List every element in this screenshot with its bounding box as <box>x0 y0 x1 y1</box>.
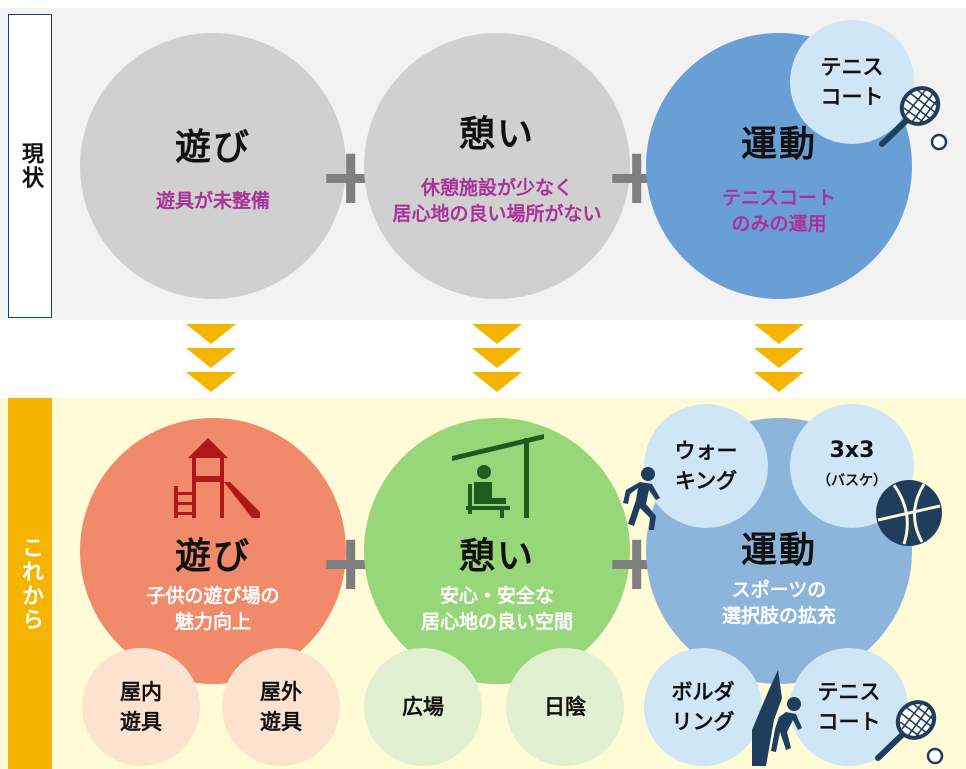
current-play-sub: 遊具が未整備 <box>155 190 270 212</box>
future-label: これから <box>18 535 43 632</box>
current-rest-title: 憩い <box>458 114 535 155</box>
bouldering-line2: リング <box>671 710 735 734</box>
playground-slide-icon <box>174 438 260 518</box>
current-rest-sub: 休憩施設が少なく 居心地の良い場所がない <box>392 175 601 227</box>
current-tennis-line1: テニス <box>820 55 884 79</box>
indoor-line2: 遊具 <box>120 710 162 734</box>
future-play-title: 遊び <box>174 536 251 577</box>
walking-circle: ウォー キング <box>644 404 768 528</box>
current-rest-sub-line2: 居心地の良い場所がない <box>392 203 602 225</box>
bouldering-line1: ボルダ <box>671 680 735 704</box>
plaza-circle: 広場 <box>364 648 482 766</box>
walking-line2: キング <box>674 469 738 493</box>
current-sport-title: 運動 <box>740 124 817 165</box>
down-chevron-arrow-icon <box>754 324 804 392</box>
down-chevron-arrow-icon <box>186 324 236 392</box>
current-label: 現状 <box>18 142 43 190</box>
tennis-racket-icon <box>879 86 948 151</box>
current-play-title: 遊び <box>174 127 251 168</box>
future-tennis-line1: テニス <box>817 680 881 704</box>
shade-label: 日陰 <box>544 695 586 719</box>
current-tennis-line2: コート <box>820 85 884 109</box>
current-sport-sub-line1: テニスコート <box>721 187 836 209</box>
future-tennis-line2: コート <box>817 710 881 734</box>
walking-line1: ウォー <box>674 439 738 463</box>
future-play-sub-line1: 子供の遊び場の <box>146 585 280 607</box>
climber-icon <box>752 670 802 766</box>
tennis-ball-icon <box>926 747 944 765</box>
current-sport-sub: テニスコート のみの運用 <box>722 185 836 237</box>
outdoor-line2: 遊具 <box>260 710 302 734</box>
plaza-label: 広場 <box>402 695 444 719</box>
future-rest-title: 憩い <box>458 536 535 577</box>
future-play-sub-line2: 魅力向上 <box>174 611 251 633</box>
future-rest-sub-line2: 居心地の良い空間 <box>420 611 573 633</box>
bouldering-circle: ボルダ リング <box>644 648 762 766</box>
indoor-line1: 屋内 <box>120 680 162 704</box>
current-rest-sub-line1: 休憩施設が少なく <box>420 177 573 199</box>
tennis-racket-icon <box>875 700 944 765</box>
down-chevron-arrow-icon <box>472 324 522 392</box>
tennis-ball-icon <box>930 133 948 151</box>
bench-shade-icon <box>452 434 544 518</box>
basket-line2: （バスケ） <box>817 473 887 489</box>
outdoor-equipment-circle: 屋外 遊具 <box>222 648 340 766</box>
shade-circle: 日陰 <box>506 648 624 766</box>
future-sport-sub-line1: スポーツの <box>731 579 827 601</box>
future-rest-sub: 安心・安全な 居心地の良い空間 <box>421 583 573 635</box>
future-play-sub: 子供の遊び場の 魅力向上 <box>146 583 279 635</box>
current-rest-circle: 憩い 休憩施設が少なく 居心地の良い場所がない <box>364 33 630 299</box>
current-play-circle: 遊び 遊具が未整備 <box>80 33 346 299</box>
walking-person-icon <box>623 467 660 530</box>
future-play-circle: 遊び 子供の遊び場の 魅力向上 <box>80 418 346 684</box>
current-tennis-circle: テニス コート <box>790 20 914 144</box>
current-sport-sub-line2: のみの運用 <box>731 213 827 235</box>
future-rest-circle: 憩い 安心・安全な 居心地の良い空間 <box>364 418 630 684</box>
current-label-box: 現状 <box>8 14 52 318</box>
indoor-equipment-circle: 屋内 遊具 <box>82 648 200 766</box>
future-rest-sub-line1: 安心・安全な <box>439 585 554 607</box>
future-label-box: これから <box>8 398 52 769</box>
basketball-icon <box>876 480 942 546</box>
outdoor-line1: 屋外 <box>260 680 302 704</box>
basket-line1: 3x3 <box>829 438 875 463</box>
future-sport-sub: スポーツの 選択肢の拡充 <box>722 577 836 629</box>
future-sport-title: 運動 <box>740 530 817 571</box>
future-sport-sub-line2: 選択肢の拡充 <box>721 605 836 627</box>
